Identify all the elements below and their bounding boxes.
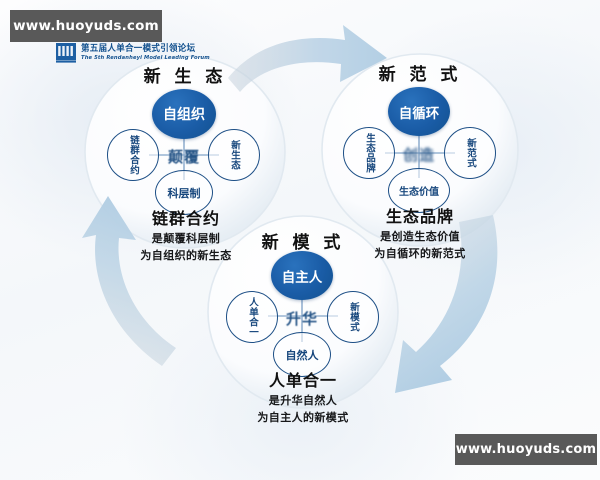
caption-new-paradigm: 生态品牌 是创造生态价值 为自循环的新范式: [344, 206, 496, 262]
node-label: 自组织: [163, 107, 205, 123]
cluster-halos: [84, 53, 519, 409]
watermark-bottom: www.huoyuds.com: [455, 434, 597, 465]
caption-new-model: 人单合一 是升华自然人 为自主人的新模式: [227, 370, 379, 426]
caption-line-2: 为自循环的新范式: [374, 246, 466, 260]
node-label: 新范式: [464, 138, 476, 168]
caption-head: 生态品牌: [385, 207, 454, 226]
node-new-model-middle: 升华: [285, 310, 318, 328]
node-label: 生态品牌: [363, 133, 375, 173]
caption-head: 人单合一: [268, 371, 337, 390]
node-label: 人单合一: [246, 297, 258, 337]
forum-logo-cn: 第五届人单合一模式引领论坛: [81, 43, 196, 55]
node-label: 自循环: [398, 105, 440, 122]
caption-line-2: 为自组织的新生态: [140, 248, 232, 262]
node-new-ecology-bottom[interactable]: 科层制: [155, 170, 213, 215]
caption-new-ecology: 链群合约 是颠覆科层制 为自组织的新生态: [110, 208, 262, 264]
caption-line-1: 是升华自然人: [268, 393, 338, 407]
node-label: 自主人: [281, 269, 323, 286]
node-new-ecology-left[interactable]: 链群合约: [107, 129, 159, 181]
node-new-paradigm-center[interactable]: 自循环: [388, 87, 450, 136]
forum-logo-icon: [55, 42, 77, 64]
node-label: 新模式: [347, 302, 359, 332]
arrow-left-up: [82, 196, 176, 366]
caption-line-1: 是颠覆科层制: [151, 231, 221, 245]
arrow-top-right: [228, 25, 387, 92]
node-new-model-left[interactable]: 人单合一: [226, 291, 278, 343]
node-new-paradigm-left[interactable]: 生态品牌: [343, 127, 395, 179]
node-label: 科层制: [167, 186, 201, 200]
node-new-paradigm-right[interactable]: 新范式: [444, 127, 496, 179]
node-new-ecology-middle: 颠覆: [167, 148, 200, 166]
node-label: 新生态: [228, 140, 240, 170]
caption-head: 链群合约: [151, 209, 220, 228]
node-new-model-bottom[interactable]: 自然人: [273, 332, 331, 377]
node-new-model-right[interactable]: 新模式: [327, 291, 379, 343]
forum-logo-en: The 5th Rendanheyi Model Leading Forum: [81, 54, 210, 61]
node-new-paradigm-bottom[interactable]: 生态价值: [388, 168, 450, 213]
cluster-title-new-paradigm: 新 范 式: [378, 65, 462, 85]
watermark-top: www.huoyuds.com: [10, 10, 162, 42]
node-new-ecology-center[interactable]: 自组织: [152, 89, 216, 139]
cluster-title-new-model: 新 模 式: [261, 233, 345, 253]
node-new-model-center[interactable]: 自主人: [271, 251, 333, 300]
forum-logo: 第五届人单合一模式引领论坛 The 5th Rendanheyi Model L…: [55, 42, 210, 64]
cluster-title-new-ecology: 新 生 态: [143, 67, 227, 87]
node-label: 自然人: [285, 348, 319, 362]
node-label: 链群合约: [127, 135, 139, 175]
caption-line-2: 为自主人的新模式: [257, 410, 349, 424]
caption-line-1: 是创造生态价值: [380, 229, 460, 243]
node-label: 生态价值: [399, 187, 439, 198]
node-new-ecology-right[interactable]: 新生态: [208, 129, 260, 181]
node-new-paradigm-middle: 创造: [402, 146, 435, 164]
arrow-right-down: [395, 215, 498, 393]
